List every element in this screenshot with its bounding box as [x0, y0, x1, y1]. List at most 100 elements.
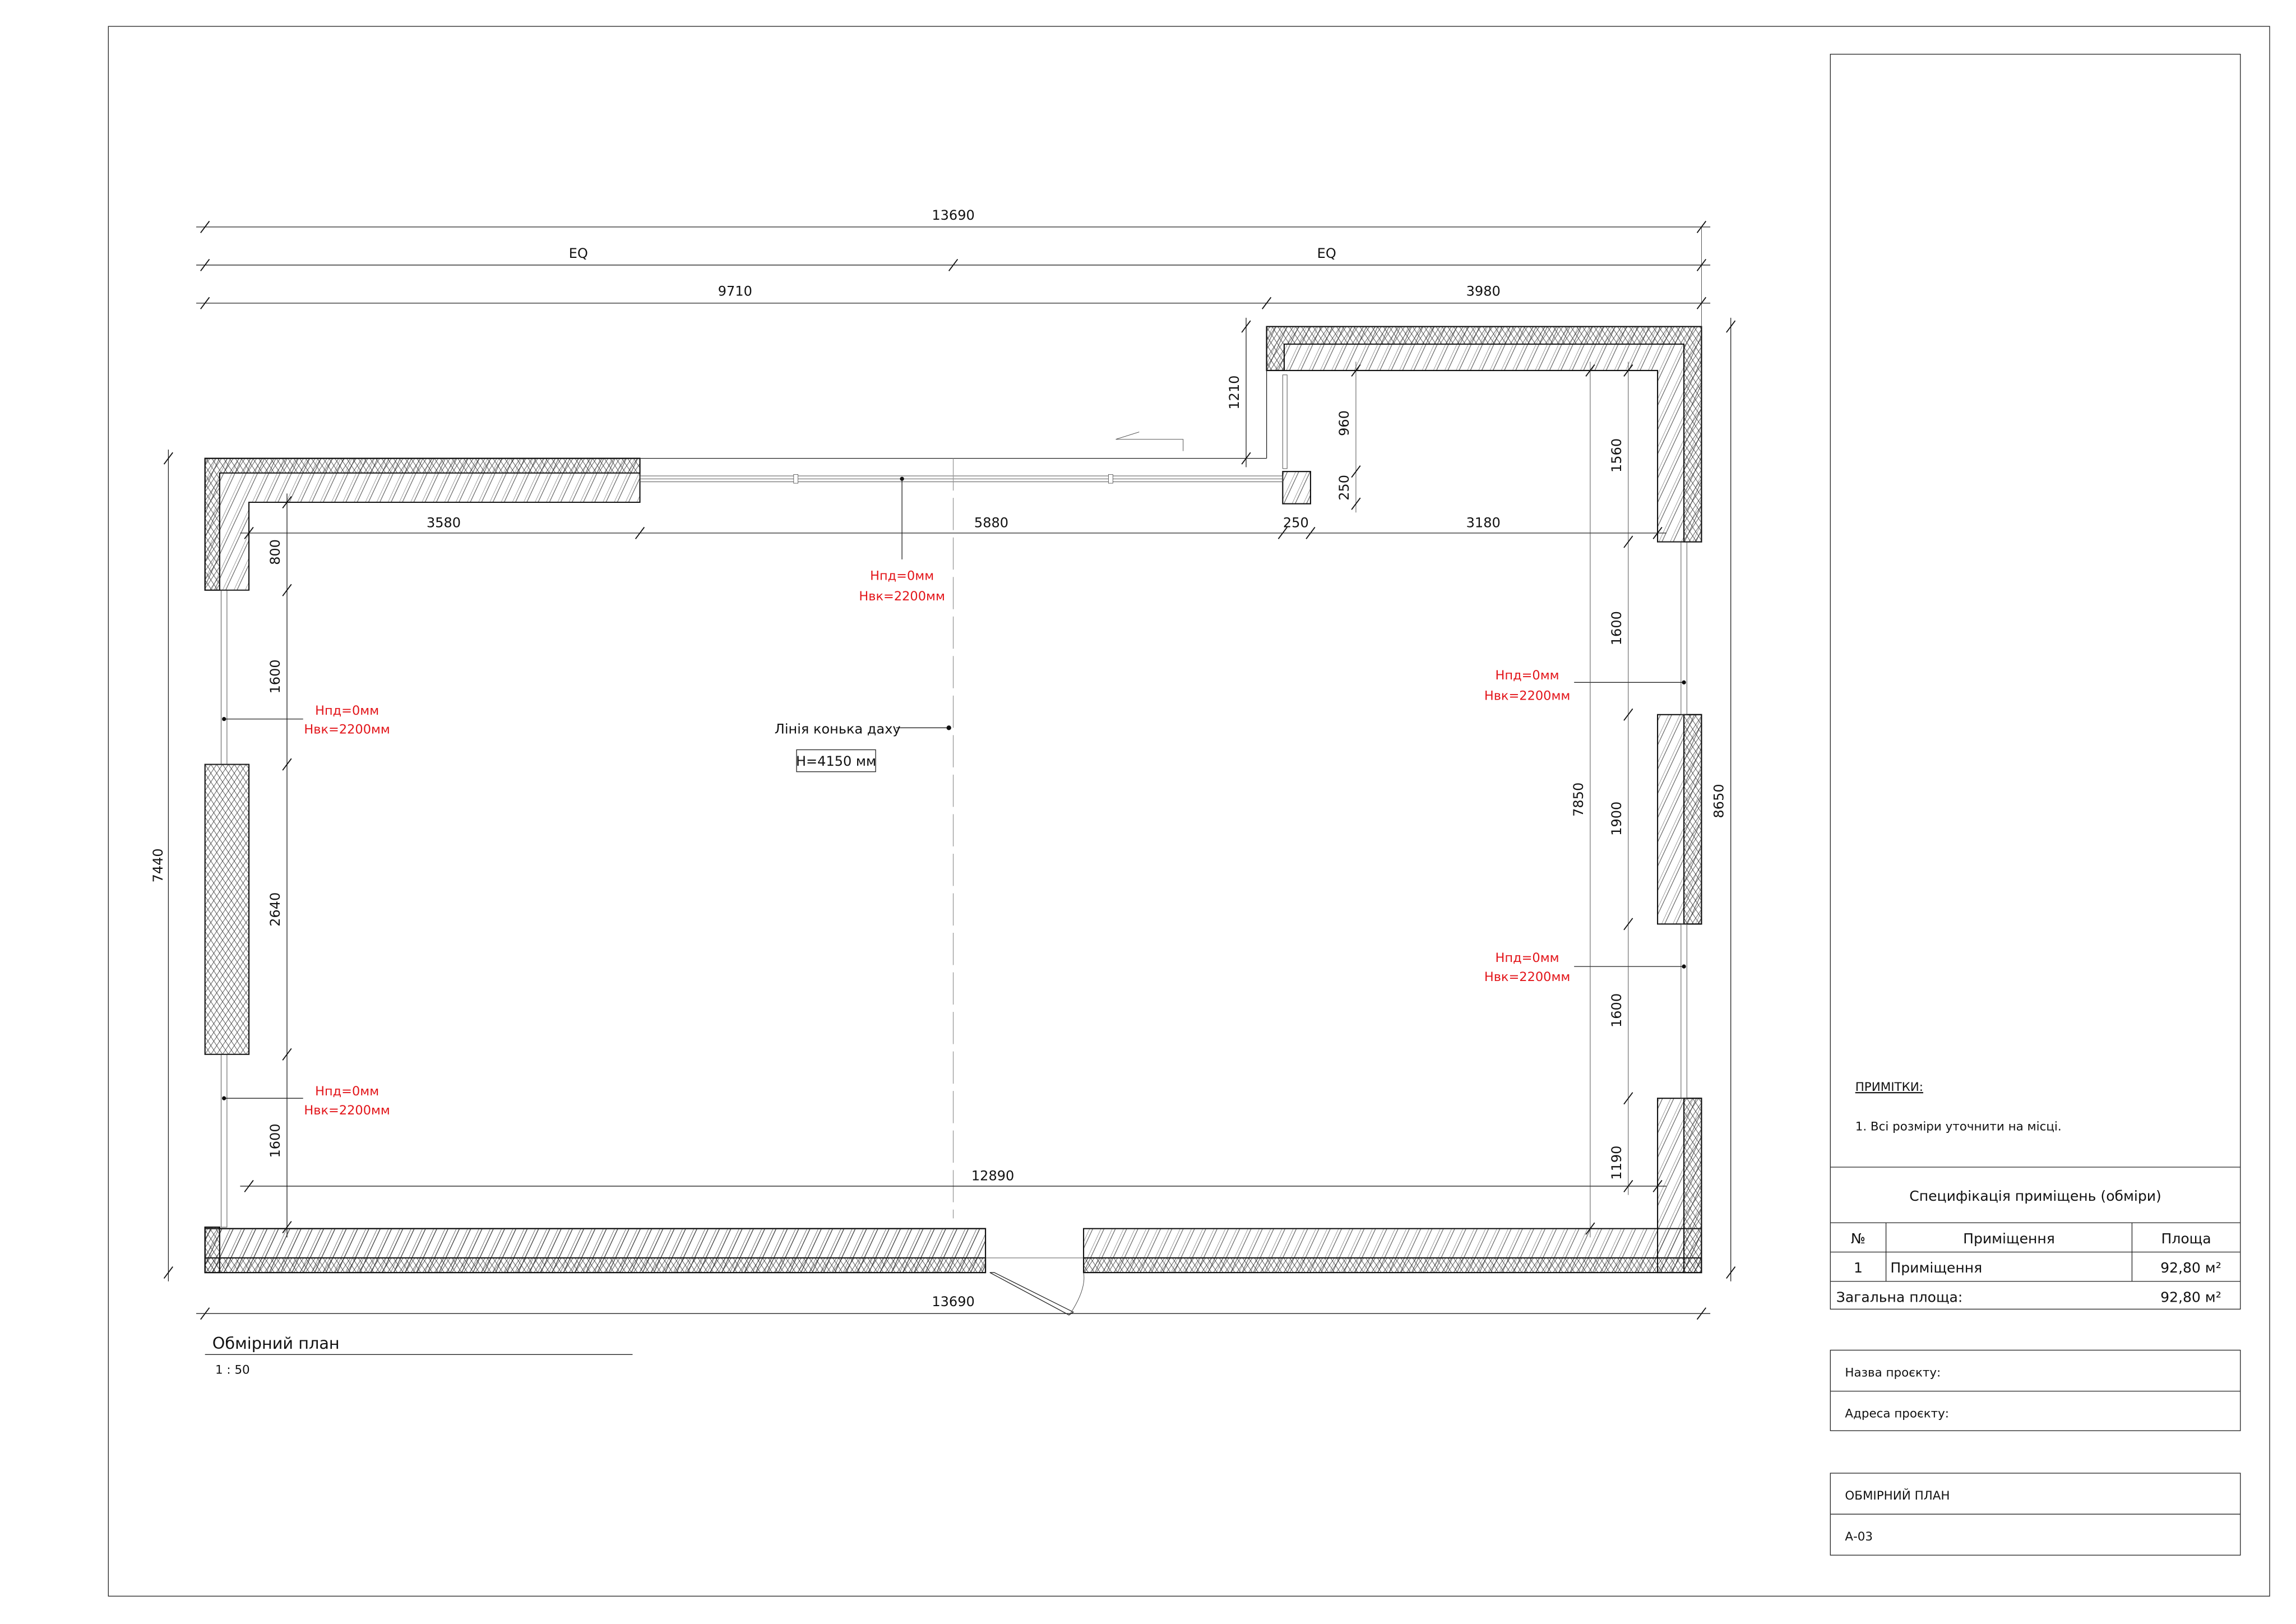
dim-eq-left: EQ: [569, 246, 588, 261]
spec-header-area: Площа: [2161, 1230, 2211, 1247]
dimension-tick: [244, 526, 254, 539]
dimension-tick: [1726, 1266, 1736, 1279]
dimension-tick: [282, 758, 292, 771]
opening-sill-height: Hпд=0мм: [315, 1084, 379, 1099]
dimension-tick: [635, 526, 645, 539]
notes-heading: ПРИМІТКИ:: [1855, 1080, 1923, 1094]
dimension-tick: [1241, 320, 1251, 333]
dimension-tick: [1623, 364, 1633, 377]
dim-niche-b: 250: [1336, 475, 1352, 501]
sheet-title: ОБМІРНИЙ ПЛАН: [1845, 1488, 1950, 1503]
dimension-tick: [282, 1221, 292, 1234]
dim-eq-right: EQ: [1317, 246, 1336, 261]
dimension-tick: [282, 1048, 292, 1061]
windows: [205, 374, 1702, 1228]
dim-left-d: 1600: [267, 1123, 283, 1158]
project-address-label: Адреса проєкту:: [1845, 1407, 1949, 1421]
dimension-tick: [1262, 297, 1272, 309]
dimension-tick: [1623, 1179, 1633, 1192]
dimension-tick: [244, 1179, 254, 1192]
dim-right-a: 1560: [1609, 438, 1624, 473]
ridge-label: Лінія конька даху: [775, 721, 901, 737]
dimension-tick: [200, 297, 210, 309]
spec-row-room: Приміщення: [1890, 1260, 1982, 1276]
spec-header-number: №: [1851, 1230, 1866, 1247]
ridge-marker-dot: [946, 725, 951, 730]
dim-right-d: 1600: [1609, 993, 1624, 1028]
opening-sill-height: Hпд=0мм: [1496, 668, 1559, 683]
dim-right-overall: 8650: [1711, 784, 1727, 818]
dim-right-inner: 7850: [1571, 783, 1586, 817]
dimension-tick: [1696, 297, 1706, 309]
dimension-lines: [163, 220, 1736, 1320]
dim-overall-bottom: 13690: [932, 1294, 974, 1310]
dimension-tick: [1306, 526, 1316, 539]
dimension-tick: [1623, 535, 1633, 548]
dimension-tick: [200, 220, 210, 233]
dim-right-e: 1190: [1609, 1146, 1624, 1180]
dimension-tick: [1696, 1307, 1706, 1320]
dimension-tick: [1696, 258, 1706, 271]
dim-step: 1210: [1226, 376, 1242, 410]
dim-niche-a: 960: [1336, 410, 1352, 436]
dimension-tick: [1241, 452, 1251, 465]
dim-inner-b: 5880: [974, 515, 1008, 530]
opening-head-height: Hвк=2200мм: [1484, 970, 1571, 984]
dim-left-a: 800: [267, 539, 283, 565]
dimension-tick: [1696, 220, 1706, 233]
dim-left-c: 2640: [267, 892, 283, 927]
view-title: Обмірний план: [212, 1334, 340, 1353]
dimension-tick: [1351, 364, 1361, 377]
opening-head-height: Hвк=2200мм: [859, 589, 945, 604]
dim-top-right: 3980: [1466, 284, 1501, 299]
dim-inner-width: 12890: [971, 1168, 1014, 1183]
opening-sill-height: Hпд=0мм: [315, 704, 379, 718]
dim-right-b: 1600: [1609, 611, 1624, 645]
dimension-tick: [1623, 708, 1633, 721]
opening-sill-height: Hпд=0мм: [1496, 951, 1559, 965]
spec-row-number: 1: [1854, 1260, 1863, 1276]
project-name-label: Назва проєкту:: [1845, 1366, 1941, 1380]
roof-slope-marker: [1115, 432, 1184, 451]
dim-inner-c: 250: [1283, 515, 1309, 530]
opening-sill-height: Hпд=0мм: [870, 568, 934, 583]
dim-right-c: 1900: [1609, 802, 1624, 836]
dim-overall-top: 13690: [932, 207, 974, 223]
dimension-tick: [1585, 1222, 1595, 1235]
note-item: 1. Всі розміри уточнити на місці.: [1855, 1120, 2062, 1134]
total-area-label: Загальна площа:: [1836, 1289, 1963, 1305]
entrance-door: [985, 1257, 1085, 1316]
sheet-number: А-03: [1845, 1530, 1873, 1544]
ridge-height: H=4150 мм: [796, 753, 876, 769]
dim-inner-a: 3580: [427, 515, 461, 530]
dimension-tick: [163, 452, 173, 465]
dimension-tick: [1351, 465, 1361, 478]
dimension-tick: [200, 1307, 210, 1320]
opening-head-height: Hвк=2200мм: [304, 723, 390, 737]
dimension-tick: [1652, 526, 1663, 539]
spec-header-room: Приміщення: [1963, 1230, 2055, 1247]
dim-inner-d: 3180: [1466, 515, 1501, 530]
dimension-tick: [282, 584, 292, 596]
spec-row-area: 92,80 м²: [2160, 1260, 2221, 1276]
view-scale: 1 : 50: [215, 1363, 250, 1377]
dim-top-left: 9710: [718, 284, 752, 299]
dim-left-b: 1600: [267, 659, 283, 693]
dimension-tick: [1623, 1092, 1633, 1105]
dimension-tick: [1351, 497, 1361, 510]
dimension-tick: [948, 258, 959, 271]
dimension-tick: [1585, 364, 1595, 377]
walls: [204, 326, 1702, 1274]
opening-annotations: Hпд=0мм Hвк=2200мм Hпд=0мм Hвк=2200мм Hп…: [222, 476, 1686, 1118]
spec-title: Специфікація приміщень (обміри): [1909, 1188, 2161, 1204]
title-block: ПРИМІТКИ: 1. Всі розміри уточнити на міс…: [1830, 54, 2241, 1556]
opening-head-height: Hвк=2200мм: [304, 1103, 390, 1118]
total-area-value: 92,80 м²: [2160, 1289, 2221, 1305]
dimension-tick: [1623, 918, 1633, 931]
opening-head-height: Hвк=2200мм: [1484, 689, 1571, 704]
dim-left-overall: 7440: [150, 848, 166, 882]
dimension-tick: [1277, 526, 1288, 539]
sheet-frame: [108, 26, 2270, 1597]
dimension-labels: 13690 EQ EQ 9710 3980 3580 5880 250 3180…: [150, 207, 1727, 1310]
